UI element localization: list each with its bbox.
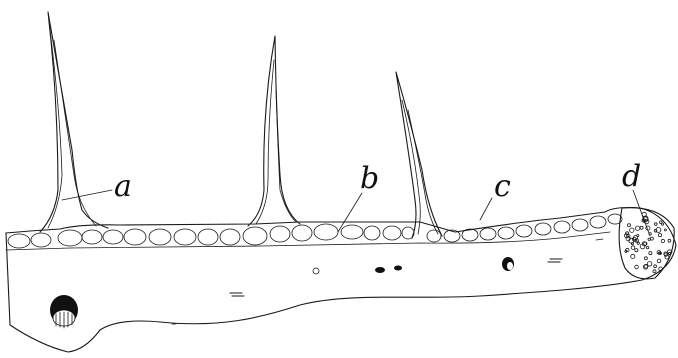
leader-a [62,190,112,200]
gland-granule [657,259,661,263]
gland-granule [650,237,653,240]
cell-inclusions [50,239,603,328]
gland-granule [631,254,635,258]
gland-granule [647,262,652,267]
body-outline [6,208,676,353]
gland-granule [635,249,638,252]
epidermis-inner-line [6,232,610,250]
label-d: d [622,159,641,194]
gland-granule [648,238,650,240]
epidermis-top-line [6,222,455,233]
gland-granule [635,240,637,242]
gland-granule [635,226,639,230]
gland-granule [631,246,635,250]
gland-granule [646,246,648,248]
gland-granule [630,228,634,232]
label-c: c [494,169,511,204]
gland-granule [640,226,643,229]
gland-granule [660,221,663,224]
gland-granule [654,265,657,268]
hair-c [396,72,442,238]
label-b: b [360,161,379,196]
gland-granule [635,265,639,269]
gland-granule [664,229,666,231]
label-a: a [114,169,132,204]
gland-granule [644,257,647,260]
gland-granule [653,270,656,273]
gland-granule [658,234,661,237]
gland-granule [628,224,631,227]
gland-granule [637,242,639,244]
epidermal-cell-row [8,214,622,248]
gland-granule [668,239,671,242]
gland-d [619,208,674,279]
gland-granule [655,223,658,226]
hair-b [248,36,300,226]
gland-granule [668,252,670,254]
leader-c [480,198,492,220]
gland-granule [649,252,652,255]
gland-granule [661,239,664,242]
hair-a [40,12,108,232]
gland-granule [637,235,639,237]
label-leaders [62,190,650,236]
gland-granule [631,243,633,245]
